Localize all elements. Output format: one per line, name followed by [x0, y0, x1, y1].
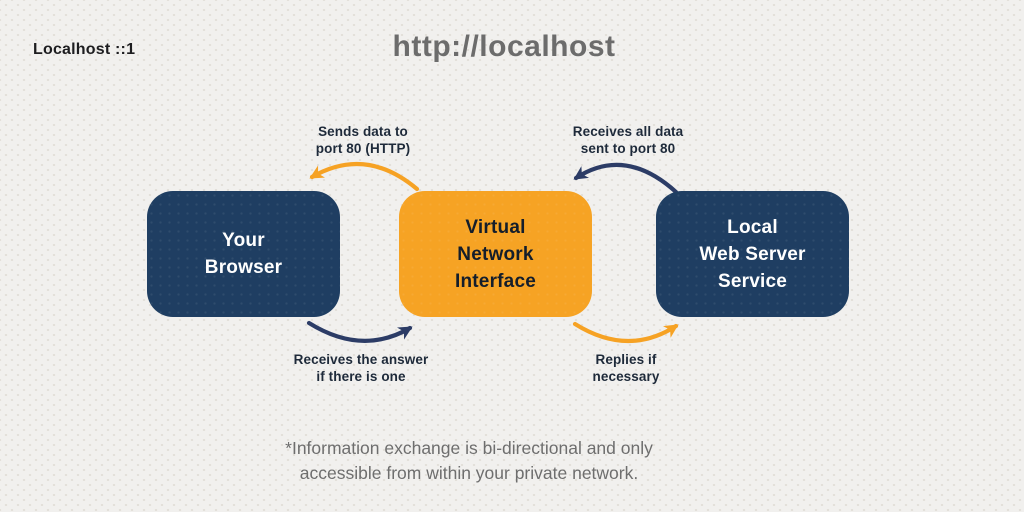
- arrow-label-receives-answer: Receives the answer if there is one: [293, 352, 429, 384]
- arrow-sends-to-port80: [309, 161, 420, 192]
- node-virtual-network-interface: Virtual Network Interface: [399, 191, 592, 317]
- footnote-bidirectional-note: *Information exchange is bi-directional …: [285, 438, 653, 483]
- arrow-receives-all-data: [573, 162, 679, 195]
- arrow-receives-answer: [306, 320, 413, 343]
- arrow-label-receives-all-data: Receives all data sent to port 80: [572, 124, 684, 156]
- localhost-ipv6-label: Localhost ::1: [33, 41, 136, 58]
- node-local-web-server-service: Local Web Server Service: [656, 191, 849, 317]
- page-title: http://localhost: [392, 30, 616, 63]
- node-your-browser: Your Browser: [147, 191, 340, 317]
- arrow-label-sends-data: Sends data to port 80 (HTTP): [315, 124, 411, 156]
- arrow-label-replies: Replies if necessary: [592, 352, 660, 384]
- arrow-replies: [572, 321, 679, 344]
